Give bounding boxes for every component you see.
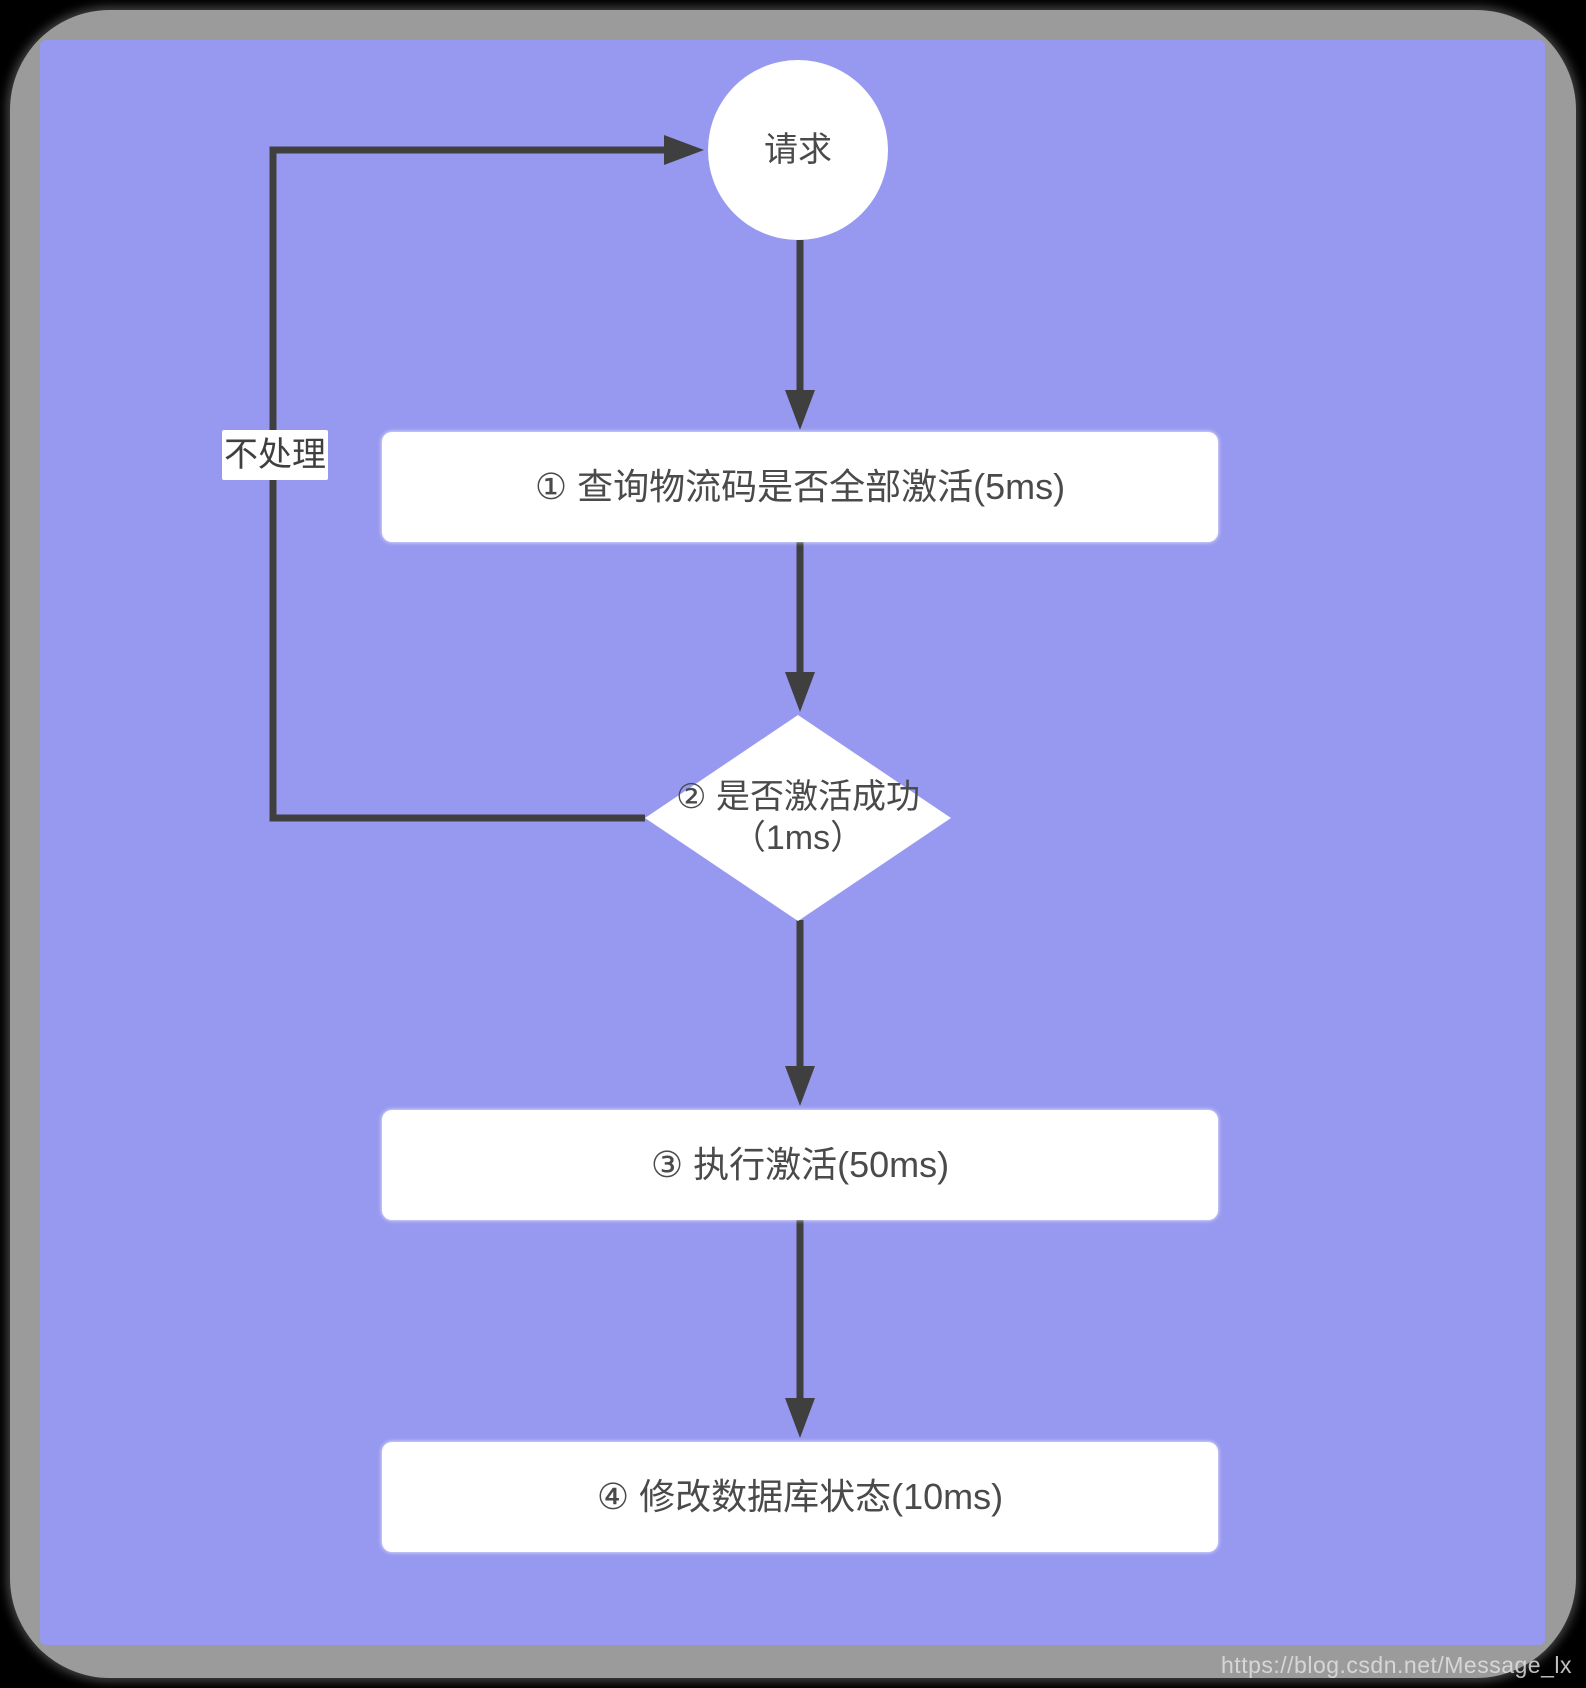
start-node-label: 请求: [764, 130, 832, 169]
arrow-start-to-step1: [785, 240, 815, 430]
step-4-box: ④ 修改数据库状态(10ms): [382, 1442, 1218, 1552]
decision-node: ② 是否激活成功 （1ms）: [645, 715, 951, 921]
loop-label-box: 不处理: [222, 430, 328, 480]
decision-label-line1: ② 是否激活成功: [676, 777, 920, 816]
step-3-box: ③ 执行激活(50ms): [382, 1110, 1218, 1220]
loop-label-text: 不处理: [224, 435, 326, 474]
step-4-label: ④ 修改数据库状态(10ms): [596, 1476, 1004, 1518]
watermark-url: https://blog.csdn.net/Message_lx: [1221, 1652, 1572, 1678]
step-1-label: ① 查询物流码是否全部激活(5ms): [534, 466, 1066, 508]
step-1-box: ① 查询物流码是否全部激活(5ms): [382, 432, 1218, 542]
decision-label-line2: （1ms）: [731, 819, 865, 857]
decision-label: ② 是否激活成功 （1ms）: [676, 777, 920, 860]
step-3-label: ③ 执行激活(50ms): [650, 1144, 950, 1186]
arrow-step1-to-decision: [785, 542, 815, 712]
arrow-decision-to-step3: [785, 920, 815, 1106]
arrow-loop-decision-to-start: [269, 135, 704, 822]
arrow-step3-to-step4: [785, 1220, 815, 1438]
start-node: 请求: [708, 60, 888, 240]
